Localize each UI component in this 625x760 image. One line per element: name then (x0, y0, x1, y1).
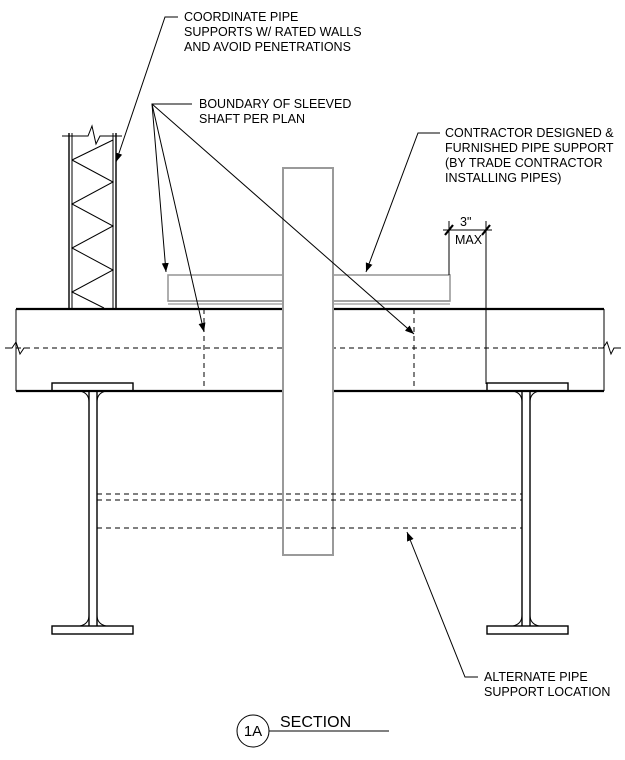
dimension-qualifier: MAX (455, 233, 483, 247)
leader-lines (115, 16, 478, 678)
section-title: SECTION (280, 714, 351, 731)
rated-wall (62, 124, 122, 309)
note-contractor-support: CONTRACTOR DESIGNED & FURNISHED PIPE SUP… (445, 126, 614, 185)
note-line: CONTRACTOR DESIGNED & (445, 126, 614, 140)
alternate-support-dashed (97, 493, 522, 529)
note-sleeved-shaft: BOUNDARY OF SLEEVED SHAFT PER PLAN (199, 97, 351, 126)
note-line: AND AVOID PENETRATIONS (184, 40, 351, 54)
dimension-value: 3" (460, 215, 471, 229)
section-number: 1A (244, 723, 262, 740)
note-coordinate-supports: COORDINATE PIPE SUPPORTS W/ RATED WALLS … (184, 10, 362, 54)
right-steel-beam (486, 382, 569, 635)
note-line: FURNISHED PIPE SUPPORT (445, 141, 614, 155)
note-line: SUPPORT LOCATION (484, 685, 610, 699)
note-line: ALTERNATE PIPE (484, 670, 588, 684)
note-line: INSTALLING PIPES) (445, 171, 561, 185)
note-line: COORDINATE PIPE (184, 10, 298, 24)
section-title-block: 1A SECTION (236, 714, 389, 748)
note-line: BOUNDARY OF SLEEVED (199, 97, 351, 111)
note-line: (BY TRADE CONTRACTOR (445, 156, 603, 170)
left-steel-beam (51, 382, 134, 635)
note-alternate-location: ALTERNATE PIPE SUPPORT LOCATION (484, 670, 610, 699)
note-line: SUPPORTS W/ RATED WALLS (184, 25, 362, 39)
note-line: SHAFT PER PLAN (199, 112, 305, 126)
vertical-pipe (282, 167, 334, 556)
dimension-3in-max: 3" MAX (443, 215, 492, 384)
